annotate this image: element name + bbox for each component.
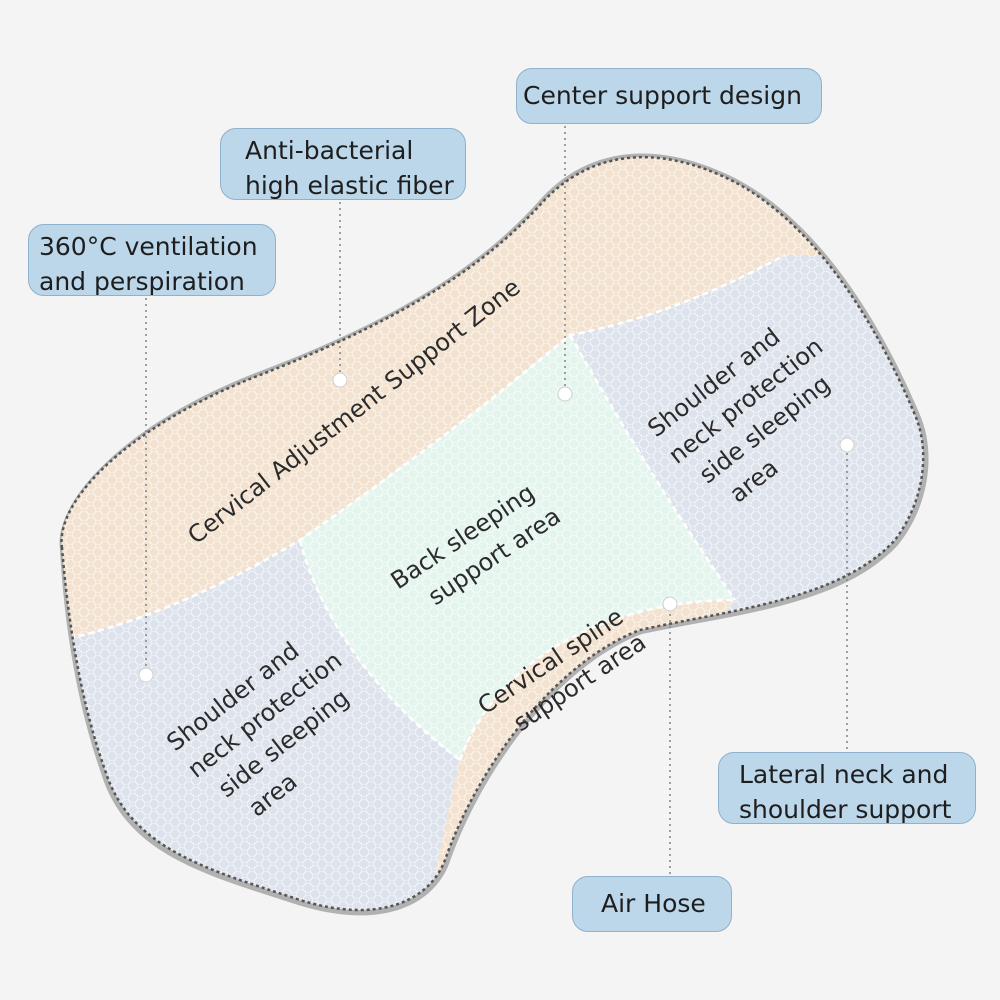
callout-vent-line-1: 360°C ventilation [39, 232, 258, 261]
leader-lines [145, 126, 848, 874]
callout-air-hose: Air Hose [572, 876, 732, 932]
callout-vent-line-2: and perspiration [39, 267, 245, 296]
callout-airhose-line-1: Air Hose [601, 889, 706, 918]
callout-ventilation: 360°C ventilation and perspiration [28, 224, 276, 296]
pillow-outline-stitch [60, 155, 925, 912]
callout-antibac-line-2: high elastic fiber [245, 171, 454, 200]
dot-center [557, 386, 573, 402]
leader-dots [138, 372, 855, 683]
callout-center-support-design: Center support design [516, 68, 822, 124]
callout-lateral-line-1: Lateral neck and [739, 760, 949, 789]
dot-ventilation [138, 667, 154, 683]
callout-antibac-line-1: Anti-bacterial [245, 136, 414, 165]
callout-lateral-support: Lateral neck and shoulder support [718, 752, 976, 824]
dot-airhose [662, 596, 678, 612]
dot-lateral [839, 437, 855, 453]
callout-center-line-1: Center support design [523, 81, 802, 110]
seam-line-right [568, 334, 737, 601]
seam-line-upper [61, 253, 786, 652]
dot-antibac [332, 372, 348, 388]
callout-lateral-line-2: shoulder support [739, 795, 952, 824]
seam-line-left [298, 539, 461, 761]
callout-anti-bacterial-fiber: Anti-bacterial high elastic fiber [220, 128, 466, 200]
seam-line-lower [458, 598, 736, 761]
